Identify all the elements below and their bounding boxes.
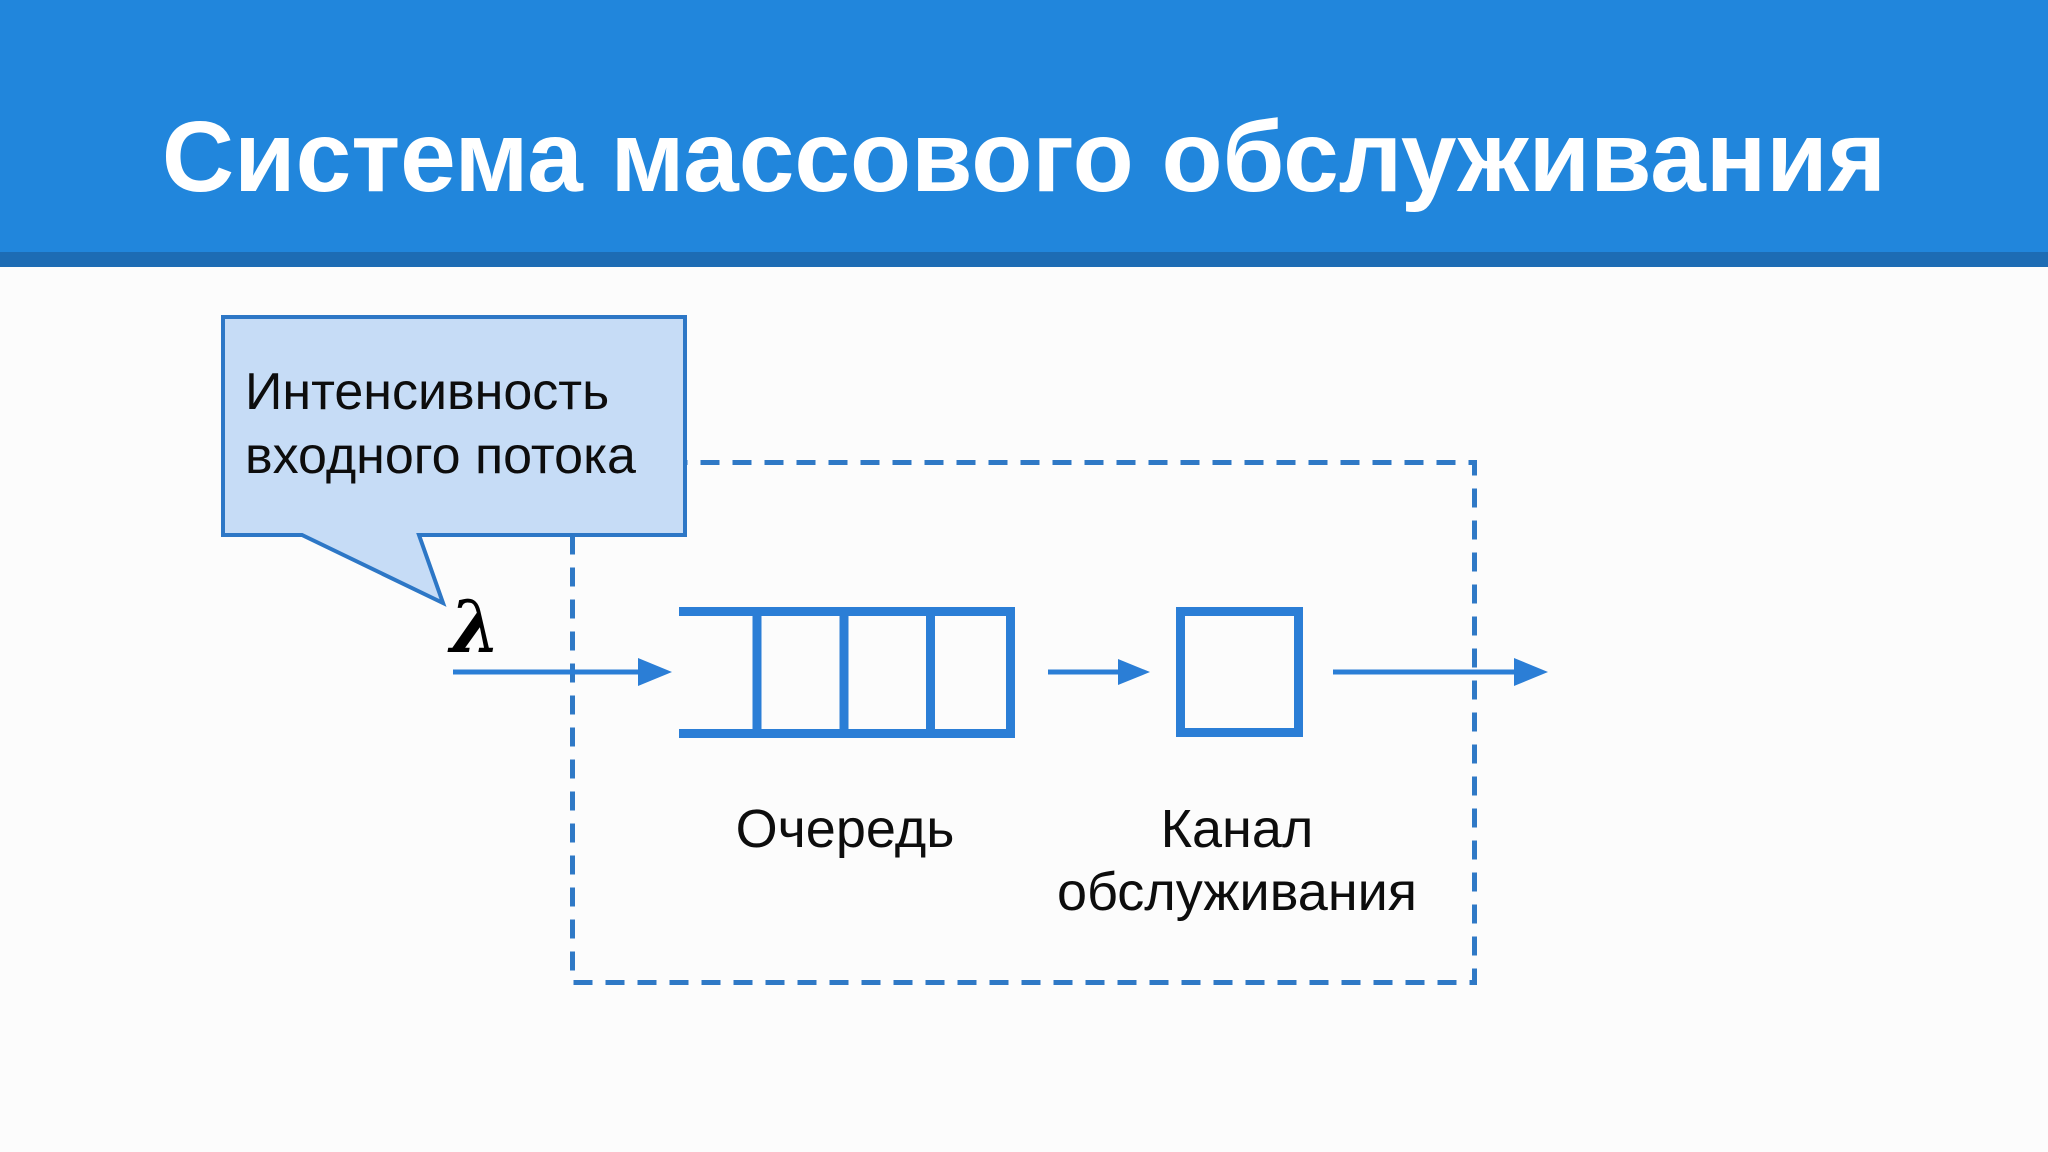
output-arrow xyxy=(1333,658,1548,686)
queue-label: Очередь xyxy=(735,799,955,859)
header-band xyxy=(0,0,2048,252)
input-arrowhead-icon xyxy=(638,658,672,686)
queue-to-channel-arrowhead-icon xyxy=(1118,659,1150,685)
channel-label-line-1: Канал xyxy=(1160,799,1314,859)
output-arrowhead-icon xyxy=(1514,658,1548,686)
callout-text: Интенсивность входного потока xyxy=(245,360,636,488)
header-accent-strip xyxy=(0,252,2048,267)
input-arrow xyxy=(453,658,672,686)
page-title: Система массового обслуживания xyxy=(161,101,1887,213)
lambda-label: λ xyxy=(450,584,501,669)
system-boundary xyxy=(570,460,1477,985)
service-channel-box xyxy=(1176,607,1303,737)
queue-figure xyxy=(679,607,1015,738)
callout-line-2: входного потока xyxy=(245,427,636,485)
callout-line-1: Интенсивность xyxy=(245,363,610,421)
channel-label-line-2: обслуживания xyxy=(1056,862,1418,922)
channel-label: Канал обслуживания xyxy=(1057,798,1417,924)
queue-to-channel-arrow xyxy=(1048,659,1150,685)
callout-bubble xyxy=(221,315,687,607)
